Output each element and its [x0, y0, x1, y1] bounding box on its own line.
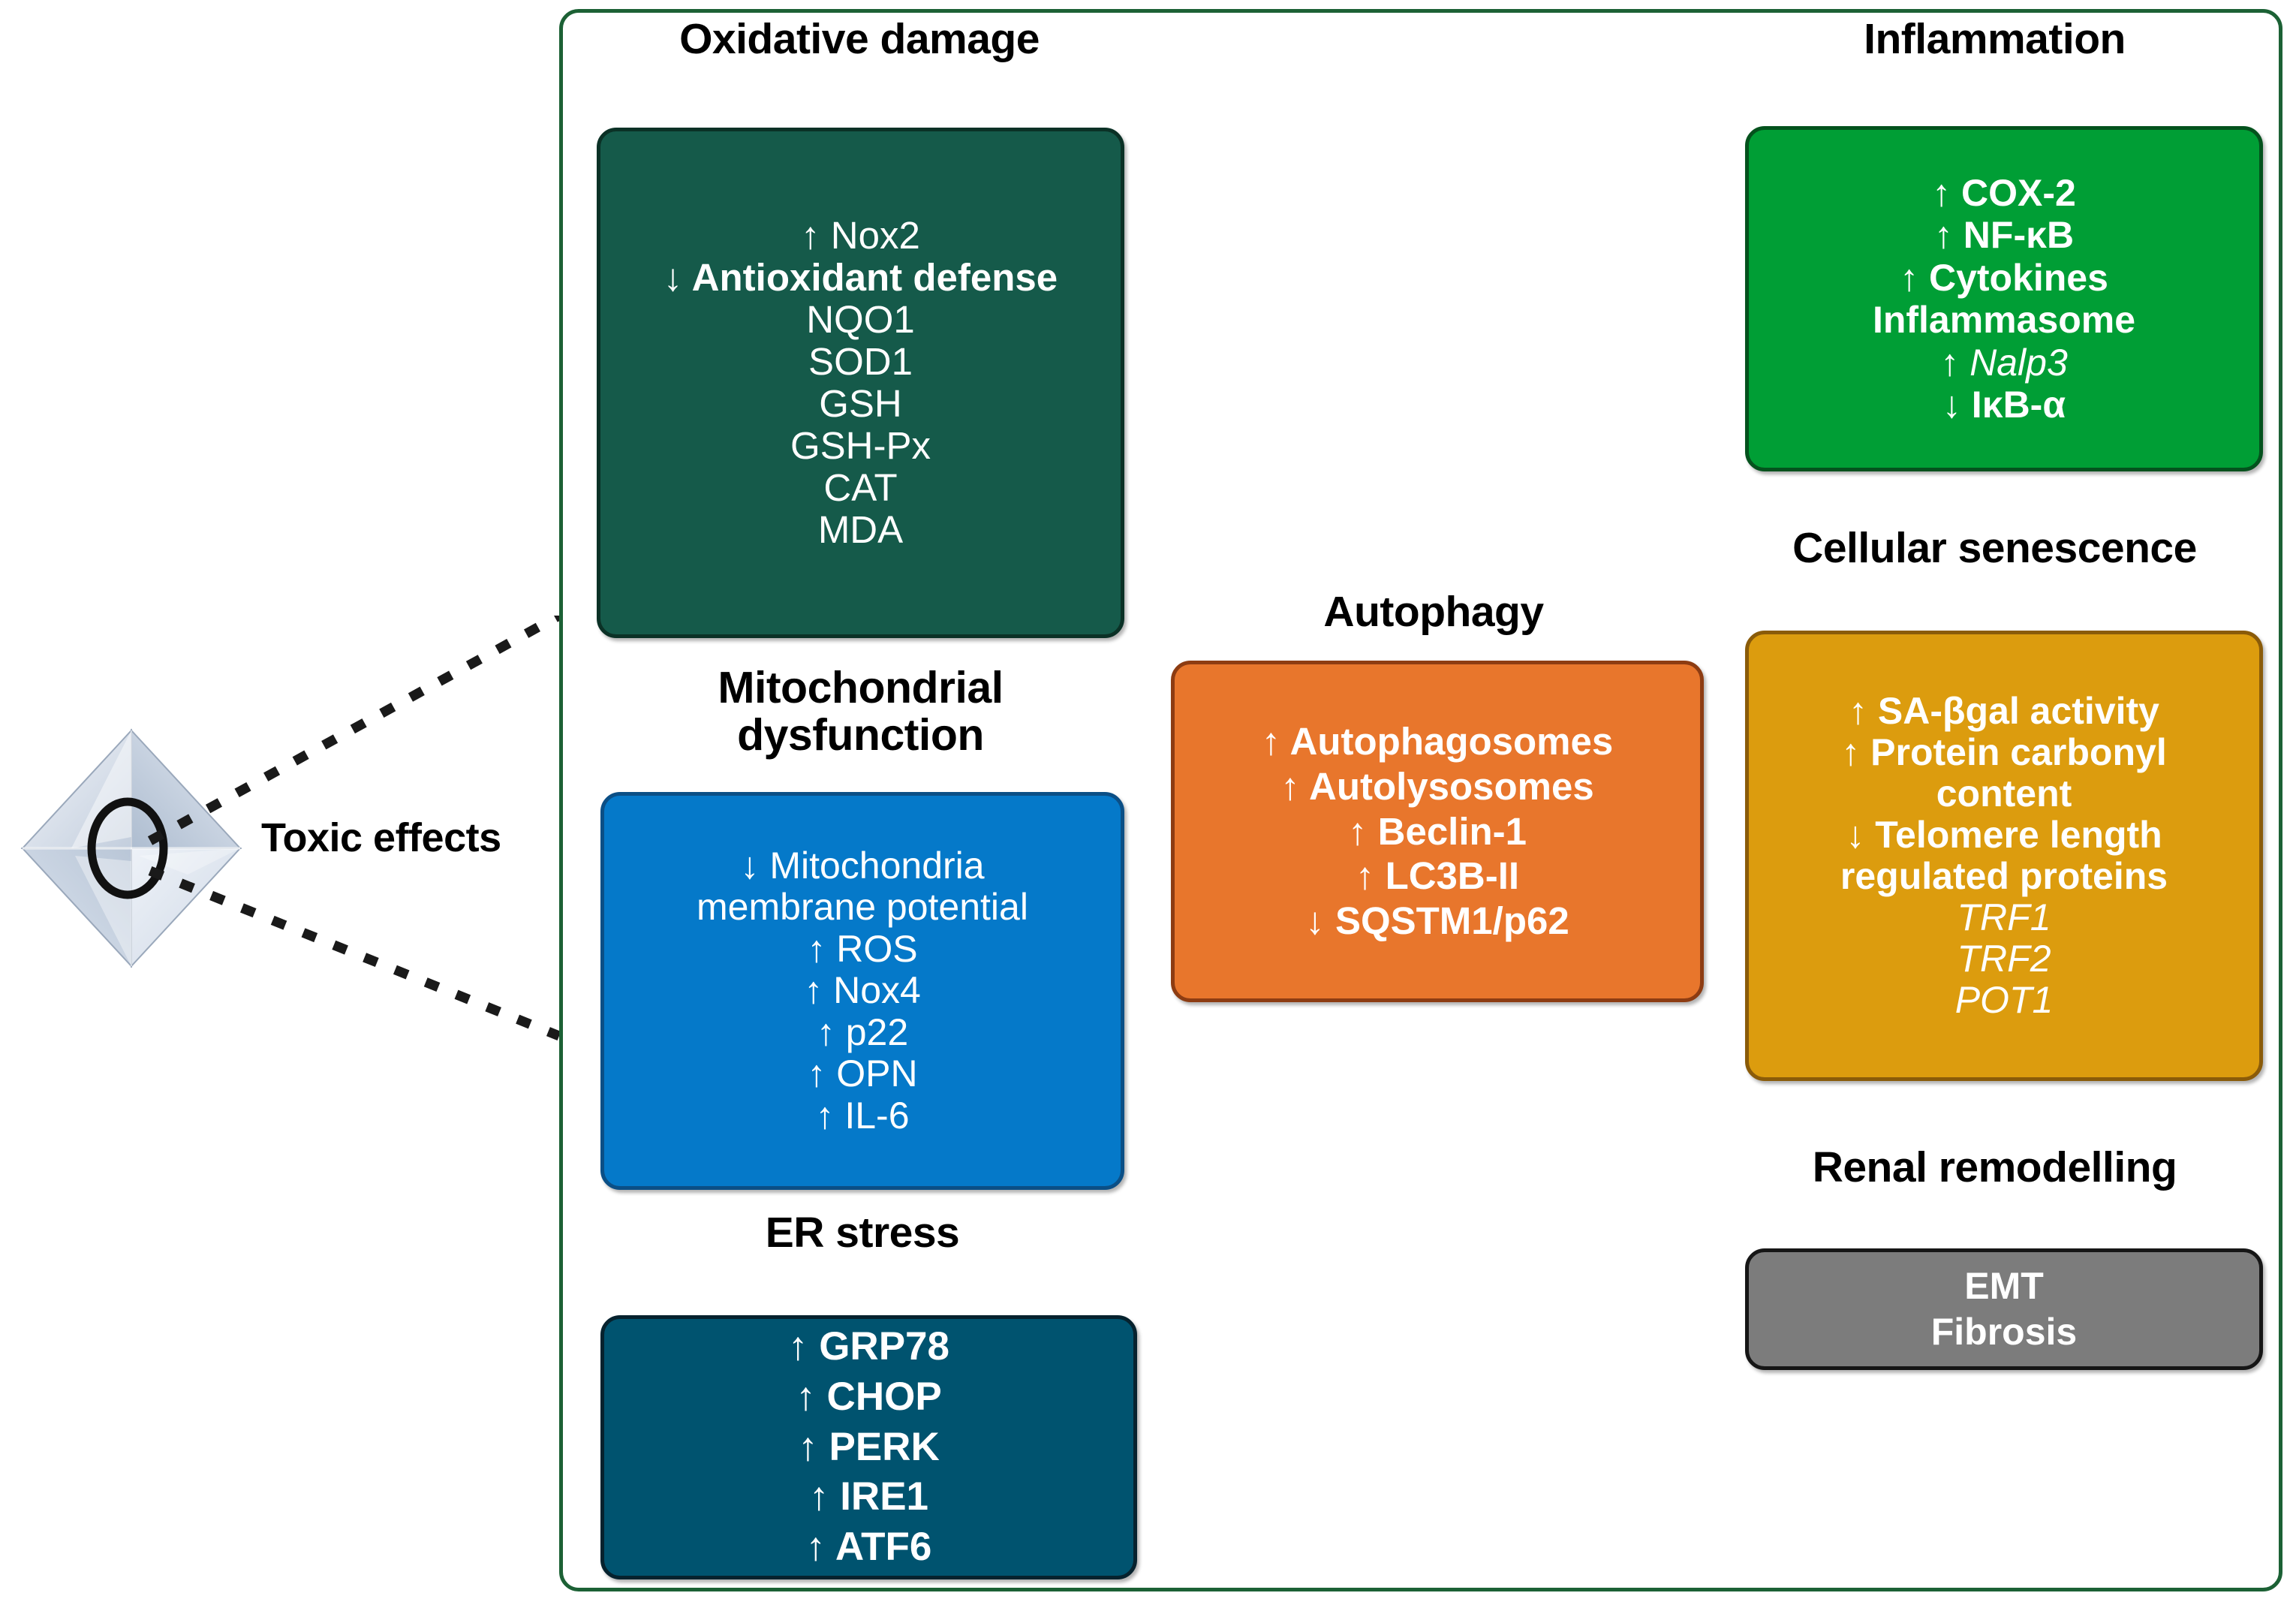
section-title-inflammation: Inflammation [1864, 15, 2126, 63]
card-line: ↑ Cytokines [1900, 256, 2108, 299]
card-line: GSH [819, 382, 902, 425]
card-line: ↑ Nox2 [801, 213, 920, 257]
nanoparticle-octahedron-icon [15, 724, 248, 972]
card-line: content [1936, 772, 2072, 815]
card-line: ↓ IκB-α [1942, 384, 2066, 426]
card-line: ↓ Telomere length [1846, 814, 2162, 856]
card-line: ↑ SA-βgal activity [1849, 690, 2159, 732]
card-line: ↑ Autolysosomes [1280, 765, 1594, 809]
card-line: TRF2 [1957, 938, 2051, 980]
card-line: ↑ ROS [807, 927, 918, 970]
card-line: MDA [817, 508, 904, 552]
card-line: membrane potential [697, 886, 1028, 929]
card-line: ↑ IRE1 [808, 1474, 929, 1519]
card-line: ↑ Beclin-1 [1347, 809, 1527, 853]
card-line: SOD1 [808, 339, 913, 383]
section-title-autophagy: Autophagy [1323, 588, 1544, 636]
card-line: ↑ OPN [807, 1052, 918, 1095]
card-line: GSH-Px [790, 424, 931, 468]
card-renal-remodelling: EMT Fibrosis [1745, 1248, 2263, 1370]
card-line: ↑ p22 [816, 1010, 909, 1053]
card-line: ↓ Mitochondria [740, 844, 985, 887]
card-line: CAT [823, 466, 898, 510]
card-line: ↑ GRP78 [787, 1324, 950, 1369]
diagram-frame [559, 9, 2282, 1591]
card-mitochondrial-dysfunction: ↓ Mitochondria membrane potential ↑ ROS … [600, 792, 1124, 1190]
card-line: ↑ LC3B-II [1355, 854, 1520, 898]
card-line: ↑ Nox4 [804, 969, 921, 1012]
card-line: POT1 [1954, 979, 2054, 1021]
card-line: ↑ COX-2 [1932, 171, 2076, 214]
section-title-renal-remodelling: Renal remodelling [1812, 1143, 2177, 1191]
card-line: ↑ Protein carbonyl [1841, 731, 2167, 773]
toxic-effects-label: Toxic effects [261, 815, 501, 860]
card-line: TRF1 [1957, 896, 2051, 938]
section-title-oxidative-damage: Oxidative damage [679, 15, 1040, 63]
card-line: ↑ ATF6 [805, 1525, 932, 1570]
card-line: ↑ Nalp3 [1940, 341, 2068, 384]
card-line: ↓ SQSTM1/p62 [1305, 899, 1569, 942]
card-autophagy: ↑ Autophagosomes ↑ Autolysosomes ↑ Becli… [1171, 661, 1704, 1002]
card-er-stress: ↑ GRP78 ↑ CHOP ↑ PERK ↑ IRE1 ↑ ATF6 [600, 1315, 1137, 1579]
card-line: ↑ NF-κB [1933, 214, 2075, 256]
card-line: ↑ IL-6 [815, 1094, 910, 1137]
card-line: ↓ Antioxidant defense [663, 255, 1058, 299]
card-line: ↑ PERK [798, 1424, 940, 1469]
card-line: NQO1 [806, 297, 915, 341]
card-line: regulated proteins [1840, 855, 2168, 897]
card-line: ↑ CHOP [796, 1374, 942, 1419]
section-title-mitochondrial-dysfunction: Mitochondrial dysfunction [718, 663, 1004, 760]
card-inflammation: ↑ COX-2 ↑ NF-κB ↑ Cytokines Inflammasome… [1745, 126, 2263, 471]
section-title-er-stress: ER stress [765, 1209, 960, 1257]
card-line: EMT [1964, 1265, 2044, 1307]
card-line: Inflammasome [1872, 299, 2136, 341]
section-title-cellular-senescence: Cellular senescence [1792, 524, 2197, 572]
connector-lines [0, 616, 615, 1051]
card-line: Fibrosis [1930, 1311, 2078, 1353]
card-oxidative-damage: ↑ Nox2 ↓ Antioxidant defense NQO1 SOD1 G… [597, 128, 1124, 638]
card-cellular-senescence: ↑ SA-βgal activity ↑ Protein carbonyl co… [1745, 631, 2263, 1081]
card-line: ↑ Autophagosomes [1261, 720, 1614, 763]
